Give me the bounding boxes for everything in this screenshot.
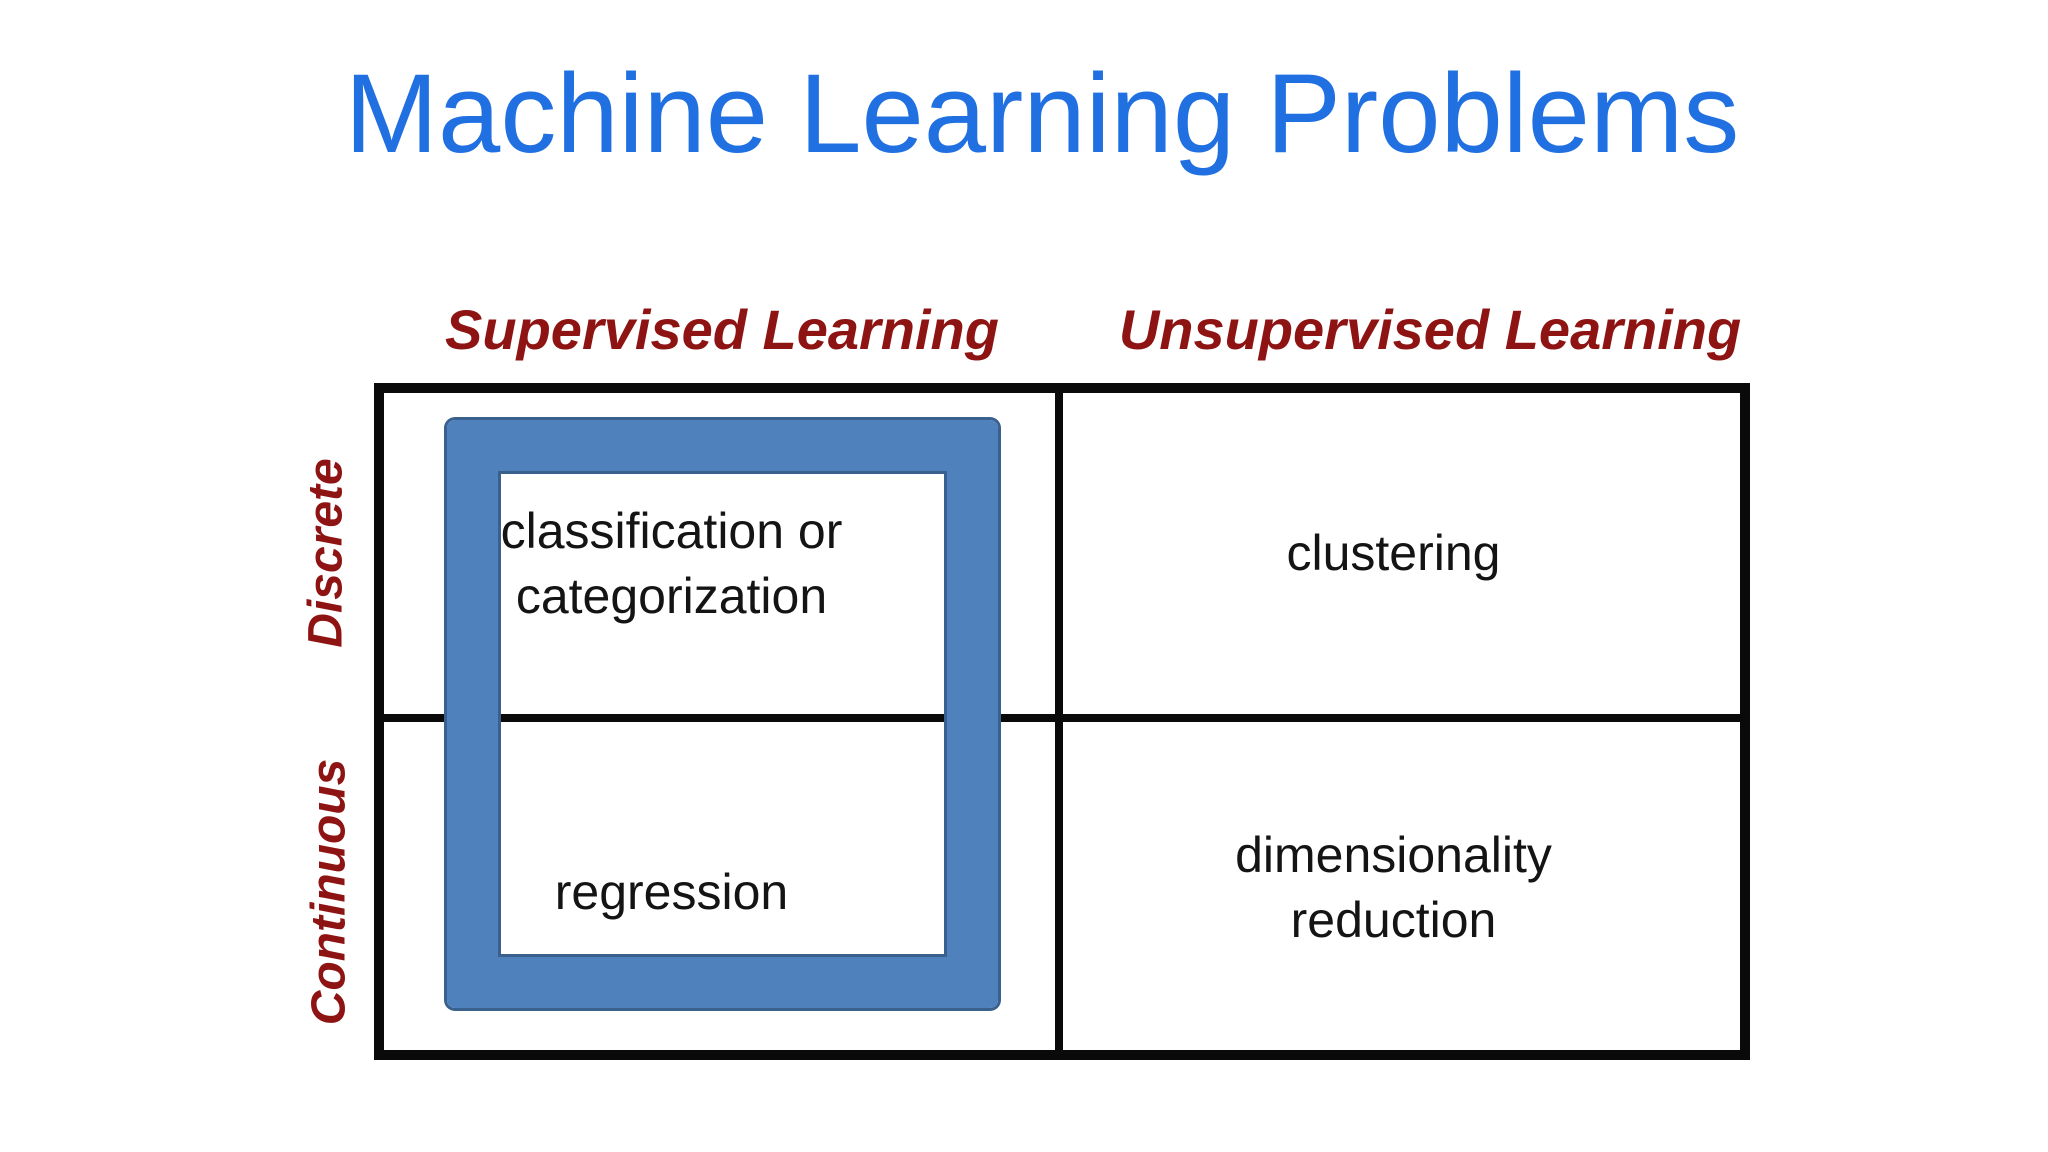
cell-label-dimensionality-reduction: dimensionality reduction	[1235, 827, 1552, 948]
row-header-discrete: Discrete	[299, 458, 353, 648]
cell-continuous-unsupervised: dimensionality reduction	[1059, 718, 1740, 1050]
cell-discrete-supervised: classification or categorization	[384, 393, 1059, 718]
column-header-unsupervised-learning: Unsupervised Learning	[1118, 298, 1742, 361]
cell-label-regression: regression	[554, 863, 789, 920]
slide-title: Machine Learning Problems	[344, 51, 1740, 176]
matrix-table: classification or categorization cluster…	[374, 383, 1750, 1060]
cell-discrete-unsupervised: clustering	[1059, 393, 1740, 718]
column-header-supervised-learning: Supervised Learning	[445, 298, 999, 361]
row-header-continuous: Continuous	[302, 758, 356, 1026]
cell-continuous-supervised: regression	[384, 718, 1059, 1050]
cell-label-clustering: clustering	[1286, 525, 1501, 581]
cell-label-classification: classification or categorization	[500, 502, 843, 624]
